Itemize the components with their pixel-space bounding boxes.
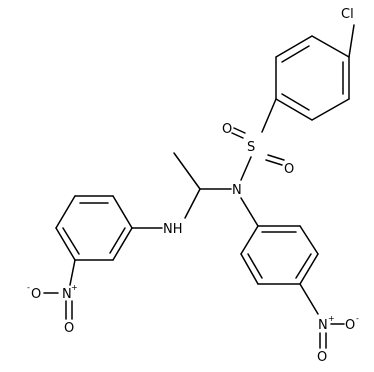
- chlorine-atom-label: Cl: [341, 7, 354, 22]
- sulfonyl-oxygen-2-label: O: [284, 162, 294, 177]
- left-nitro-oxygen-charge: -: [27, 283, 30, 292]
- right-nitro-nitrogen-charge: +: [328, 314, 335, 323]
- left-nitro-nitrogen-charge: +: [71, 283, 78, 292]
- left-nitro-oxygen-label: O: [64, 321, 74, 336]
- right-nitro-oxygen-charge: -: [356, 314, 359, 323]
- sulfonyl-oxygen-1-label: O: [222, 122, 232, 137]
- sulfonamide-nitrogen-label: N: [232, 183, 242, 198]
- left-nitro-nitrogen-label: N: [62, 287, 72, 302]
- right-nitro-oxygen-anion-label: O: [345, 318, 355, 333]
- amine-nh-label: NH: [163, 222, 183, 237]
- right-nitro-oxygen-label: O: [317, 350, 327, 365]
- sulfur-atom-label: S: [247, 140, 255, 155]
- right-nitro-nitrogen-label: N: [318, 318, 328, 333]
- atom-labels: Cl S O O N NH N + O - O N + O - O: [27, 7, 359, 365]
- bonds: [43, 24, 355, 349]
- left-nitro-oxygen-anion-label: O: [31, 287, 41, 302]
